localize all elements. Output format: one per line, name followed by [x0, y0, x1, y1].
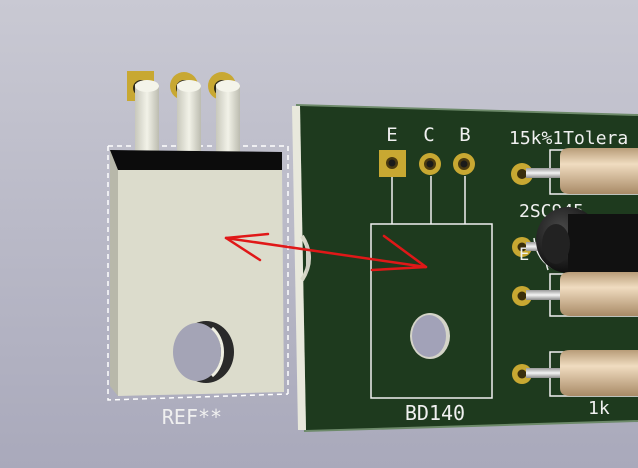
pcb-board: E C B BD140 15k%1Tolera 2SC945 E B 47 1k — [292, 104, 638, 432]
resistor-top[interactable] — [526, 148, 638, 194]
pin-label-e: E — [386, 124, 397, 146]
transistor-2sc945[interactable] — [526, 207, 638, 274]
model-lead-3 — [216, 84, 240, 154]
model-body — [118, 170, 284, 396]
resistor-mid[interactable] — [526, 272, 638, 316]
pin-label-b: B — [459, 124, 470, 146]
component-ref-label: REF** — [162, 405, 222, 429]
model-lead-2 — [177, 84, 201, 154]
move-arrow-annotation — [224, 232, 428, 272]
transistor-pin-e-label: E — [519, 245, 529, 265]
footprint-label-bd140: BD140 — [405, 401, 465, 425]
resistor-bottom[interactable] — [526, 350, 638, 396]
pin-label-c: C — [423, 124, 434, 146]
model-lead-1 — [135, 84, 159, 154]
to126-component-model[interactable]: REF** — [107, 71, 289, 429]
resistor-label-top: 15k%1Tolera — [509, 128, 628, 149]
resistor-label-bottom: 1k — [588, 398, 610, 419]
